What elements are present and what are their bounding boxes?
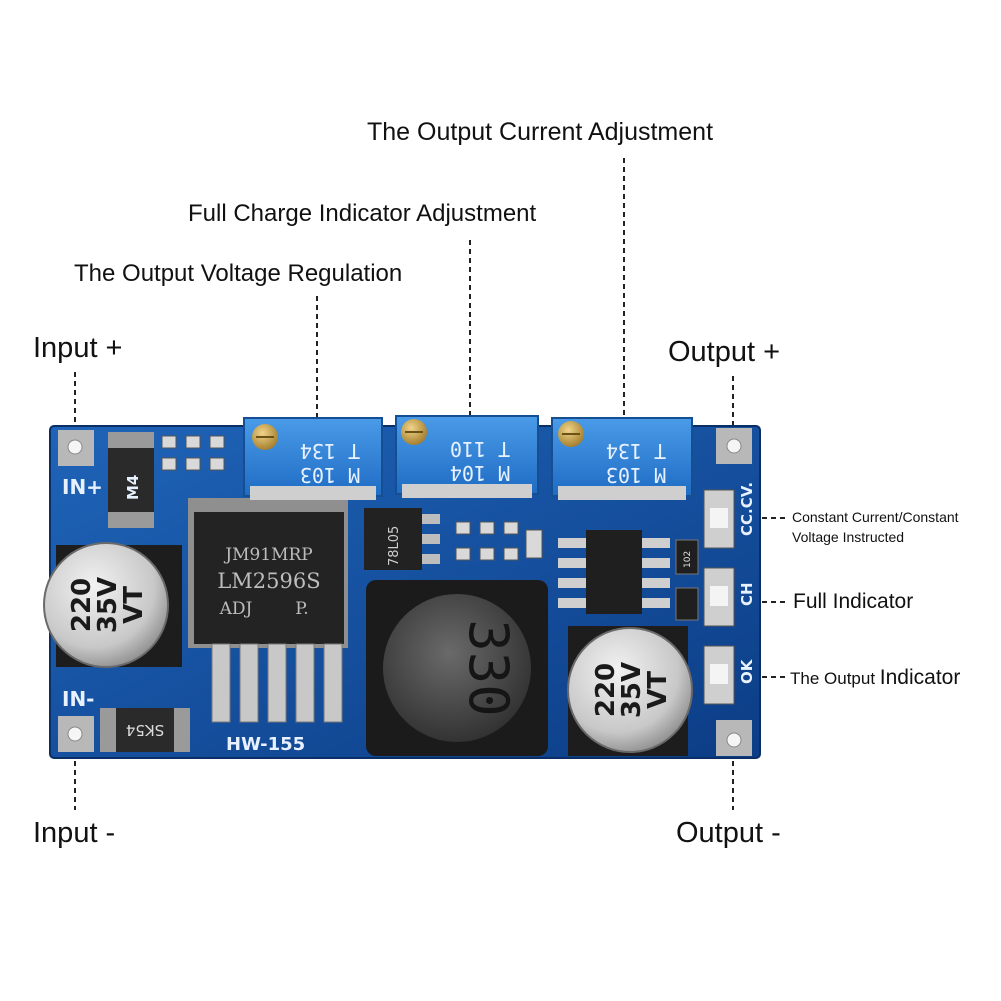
chip-line4: P.	[295, 599, 308, 619]
cap-right-line3: VT	[643, 671, 673, 709]
capacitor-right: 220 35V VT	[567, 626, 693, 756]
led-output	[703, 645, 735, 705]
inductor-330: 330	[366, 580, 548, 756]
led-silk-ch: CH	[738, 582, 756, 606]
diode-sk54: SK54	[100, 708, 190, 752]
cc-cv-label-line2: Voltage Instructed	[792, 529, 905, 545]
output-voltage-regulation-label: The Output Voltage Regulation	[74, 260, 403, 287]
chip-line2: LM2596S	[217, 569, 320, 593]
pot-voltage-bottom: T 134	[300, 439, 360, 463]
smd-pads-middle	[455, 521, 543, 561]
in-minus-silk: IN-	[62, 687, 94, 711]
inductor-label: 330	[457, 619, 520, 717]
led-cc-cv	[703, 489, 735, 549]
resistors-right	[675, 539, 699, 621]
regulator-78l05: 78L05	[364, 508, 440, 570]
pot-current-bottom: T 134	[606, 439, 666, 463]
output-plus-label: Output +	[668, 336, 781, 368]
output-indicator-label-prefix: The Output	[790, 669, 880, 688]
pot-current-top: M 103	[606, 463, 666, 487]
model-silk: HW-155	[226, 734, 305, 755]
chip-line3: ADJ	[219, 599, 253, 619]
diode-m4-label: M4	[124, 475, 142, 500]
output-plus-terminal	[716, 428, 752, 464]
led-full	[703, 567, 735, 627]
pot-full-charge-bottom: T 110	[450, 437, 510, 461]
output-indicator-label-suffix: Indicator	[879, 666, 961, 689]
capacitor-left: 220 35V VT	[43, 542, 182, 668]
potentiometer-current: M 103 T 134	[551, 417, 693, 500]
potentiometer-full-charge: M 104 T 110	[395, 415, 539, 498]
cap-left-line3: VT	[119, 586, 149, 624]
cc-cv-indicator-label: Constant Current/Constant Voltage Instru…	[792, 507, 959, 547]
output-minus-label: Output -	[676, 817, 781, 849]
resistor-code: 102	[683, 551, 693, 568]
output-current-adjustment-label: The Output Current Adjustment	[367, 118, 714, 146]
ic-8pin	[558, 530, 670, 614]
diode-sk54-label: SK54	[126, 721, 164, 739]
chip-line1: JM91MRP	[223, 545, 313, 565]
input-plus-terminal	[58, 430, 94, 466]
output-minus-terminal	[716, 720, 752, 756]
full-charge-indicator-adjustment-label: Full Charge Indicator Adjustment	[188, 200, 537, 227]
diode-m4: M4	[108, 432, 154, 528]
lm2596s-regulator: JM91MRP LM2596S ADJ P.	[188, 498, 348, 723]
cap-right-line2: 35V	[617, 662, 647, 718]
cap-left-line2: 35V	[93, 577, 123, 633]
full-indicator-label: Full Indicator	[793, 590, 914, 613]
led-silk-cc-cv: CC.CV.	[738, 482, 756, 536]
pot-voltage-top: M 103	[300, 463, 360, 487]
leader-lines	[74, 158, 786, 810]
cap-left-line1: 220	[67, 578, 97, 632]
regulator-label: 78L05	[387, 526, 402, 566]
input-minus-terminal	[58, 716, 94, 752]
output-indicator-label: The Output Indicator	[790, 666, 960, 690]
in-plus-silk: IN+	[62, 475, 103, 499]
cc-cv-label-line1: Constant Current/Constant	[792, 509, 959, 525]
pot-full-charge-top: M 104	[450, 461, 510, 485]
cap-right-line1: 220	[591, 663, 621, 717]
led-silk-ok: OK	[738, 658, 756, 684]
smd-pads-top-left	[161, 435, 225, 471]
input-plus-label: Input +	[33, 332, 123, 364]
input-minus-label: Input -	[33, 817, 116, 849]
potentiometer-voltage: M 103 T 134	[243, 417, 383, 500]
